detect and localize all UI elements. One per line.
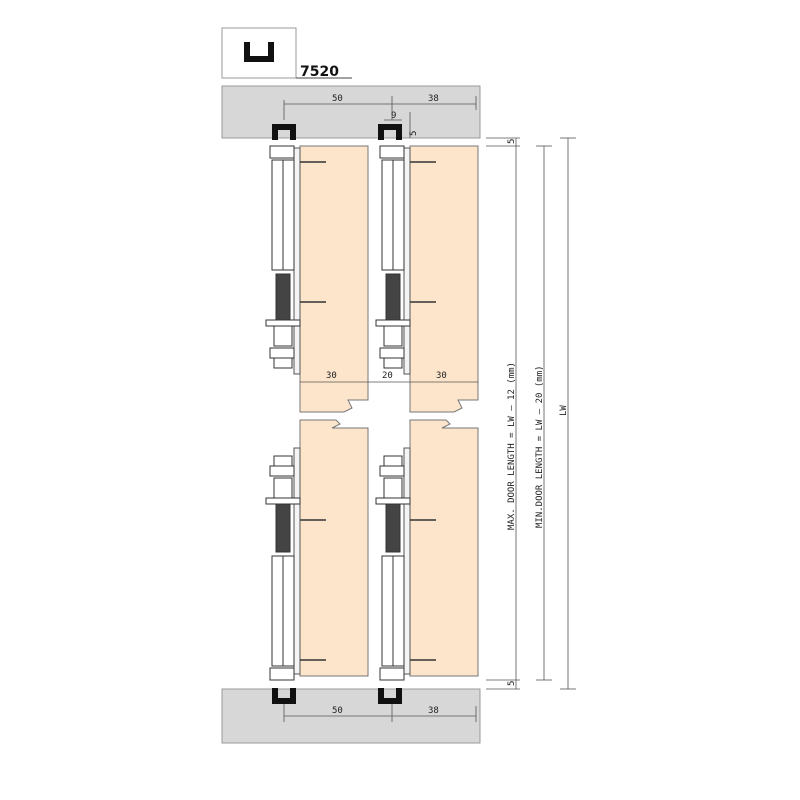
top-dimension-lines bbox=[283, 96, 477, 138]
top-track-gap-label: 9 bbox=[391, 111, 396, 121]
lw-label: LW bbox=[559, 405, 569, 416]
top-clearance-label: 5 bbox=[507, 139, 517, 144]
door-width-right-label: 30 bbox=[436, 371, 447, 381]
guide-assembly-bottom-left bbox=[265, 455, 301, 681]
door-left-bottom bbox=[299, 419, 369, 677]
product-code: 7520 bbox=[300, 64, 339, 80]
bottom-clearance-label: 5 bbox=[507, 681, 517, 686]
top-rail bbox=[221, 85, 481, 139]
bottom-track-width-label: 50 bbox=[332, 706, 343, 716]
top-track-clearance-label: 5 bbox=[409, 131, 419, 136]
max-door-length-label: MAX. DOOR LENGTH = LW – 12 (mm) bbox=[507, 362, 517, 530]
bottom-track-profiles bbox=[272, 688, 402, 704]
top-track-offset-label: 38 bbox=[428, 94, 439, 104]
door-right-bottom bbox=[409, 419, 479, 677]
min-door-length-label: MIN.DOOR LENGTH = LW – 20 (mm) bbox=[535, 365, 545, 528]
door-width-left-label: 30 bbox=[326, 371, 337, 381]
top-track-profiles bbox=[272, 124, 402, 140]
product-profile-box bbox=[221, 27, 297, 79]
guide-assembly-bottom-right bbox=[375, 455, 411, 681]
door-panels bbox=[299, 145, 479, 677]
screws bbox=[300, 161, 436, 661]
top-track-width-label: 50 bbox=[332, 94, 343, 104]
door-left-top bbox=[299, 145, 369, 413]
hanger-assembly-top-right bbox=[375, 145, 411, 369]
u-channel-profile-icon bbox=[244, 42, 274, 62]
hanger-assembly-top-left bbox=[265, 145, 301, 369]
vertical-dimension-lines bbox=[486, 137, 576, 690]
door-gap-label: 20 bbox=[382, 371, 393, 381]
bottom-track-offset-label: 38 bbox=[428, 706, 439, 716]
door-right-top bbox=[409, 145, 479, 413]
